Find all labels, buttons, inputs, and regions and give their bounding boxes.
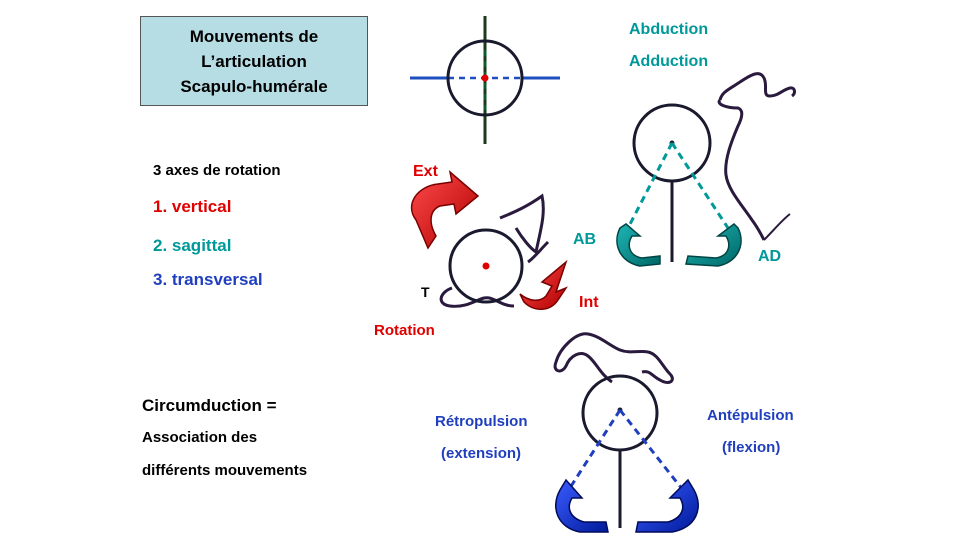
title-line-3: Scapulo-humérale: [180, 76, 328, 96]
antepulsion-path: [618, 409, 688, 495]
int-arrow: [519, 259, 568, 310]
title-box: Mouvements de L’articulation Scapulo-hum…: [140, 16, 368, 106]
ext-label: Ext: [413, 163, 438, 180]
antepulsion-label: Antépulsion: [707, 407, 794, 424]
axis-vertical: 1. vertical: [153, 197, 232, 216]
extension-label: (extension): [441, 445, 522, 462]
ab-label: AB: [573, 231, 597, 248]
rotation-center-dot: [482, 262, 490, 270]
humeral-head-circle: [446, 39, 524, 117]
scapula-outline: [553, 332, 674, 384]
center-dot: [481, 74, 489, 82]
int-label: Int: [579, 294, 599, 311]
circumduction-line-2: Association des: [142, 429, 258, 446]
rotation-figure: [410, 170, 568, 310]
ad-arrow: [685, 223, 742, 267]
adduction-path: [670, 142, 730, 229]
flexion-label: (flexion): [722, 439, 781, 456]
title-line-2: L’articulation: [201, 51, 307, 71]
retropulsion-arrow: [555, 478, 609, 533]
t-label: T: [421, 284, 430, 300]
humeral-head-circle: [581, 374, 659, 452]
antepulsion-arrow: [635, 478, 699, 533]
ad-label: AD: [758, 248, 782, 265]
axis-sagittal: 2. sagittal: [153, 236, 232, 255]
abduction-label: Abduction: [629, 21, 709, 38]
axis-schematic: [410, 16, 560, 144]
retropulsion-label: Rétropulsion: [435, 413, 528, 430]
ext-arrow: [410, 170, 480, 250]
rotation-label: Rotation: [374, 322, 435, 339]
adduction-label: Adduction: [629, 53, 709, 70]
ab-arrow: [616, 223, 661, 267]
abduction-figure: [616, 72, 796, 267]
axis-transversal: 3. transversal: [153, 270, 263, 289]
circumduction-title: Circumduction =: [142, 396, 277, 415]
scapula-outline: [718, 72, 796, 101]
title-line-1: Mouvements de: [189, 26, 319, 46]
scapula-body: [717, 98, 766, 241]
retropulsion-path: [564, 409, 622, 495]
circumduction-line-3: différents mouvements: [142, 462, 308, 479]
pulsion-figure: [553, 332, 699, 533]
humeral-head-circle: [448, 228, 524, 304]
abduction-path: [626, 142, 674, 229]
scapula-outline: [499, 193, 545, 255]
axes-heading: 3 axes de rotation: [153, 162, 281, 179]
